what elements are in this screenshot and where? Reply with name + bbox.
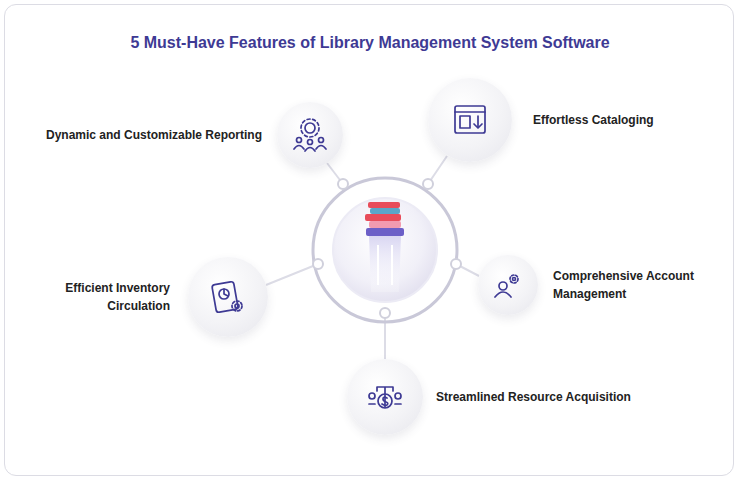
reporting-icon [294, 119, 326, 151]
ring-dots [313, 179, 461, 318]
feature-circle: Comprehensive Account Management [478, 255, 538, 315]
center-disc [333, 198, 437, 302]
outer-ring [313, 178, 457, 322]
feature-circle: Dynamic and Customizable Reporting [277, 102, 343, 168]
account-icon [495, 275, 518, 297]
diagram-title: 5 Must-Have Features of Library Manageme… [0, 34, 740, 52]
feature-circle: Streamlined Resource Acquisition [347, 359, 423, 435]
feature-label: Efficient Inventory Circulation [40, 279, 170, 315]
feature-label: Comprehensive Account Management [553, 267, 703, 303]
feature-circle: Effortless Cataloging [428, 78, 512, 162]
cataloging-icon [455, 106, 485, 133]
book-stack-illustration [365, 202, 404, 292]
feature-label: Streamlined Resource Acquisition [436, 388, 631, 406]
spoke-lines [266, 156, 479, 359]
feature-label: Effortless Cataloging [533, 111, 654, 129]
inventory-icon [212, 281, 242, 312]
feature-circle: Efficient Inventory Circulation [188, 257, 268, 337]
acquisition-icon [369, 387, 401, 408]
feature-label: Dynamic and Customizable Reporting [46, 126, 262, 144]
